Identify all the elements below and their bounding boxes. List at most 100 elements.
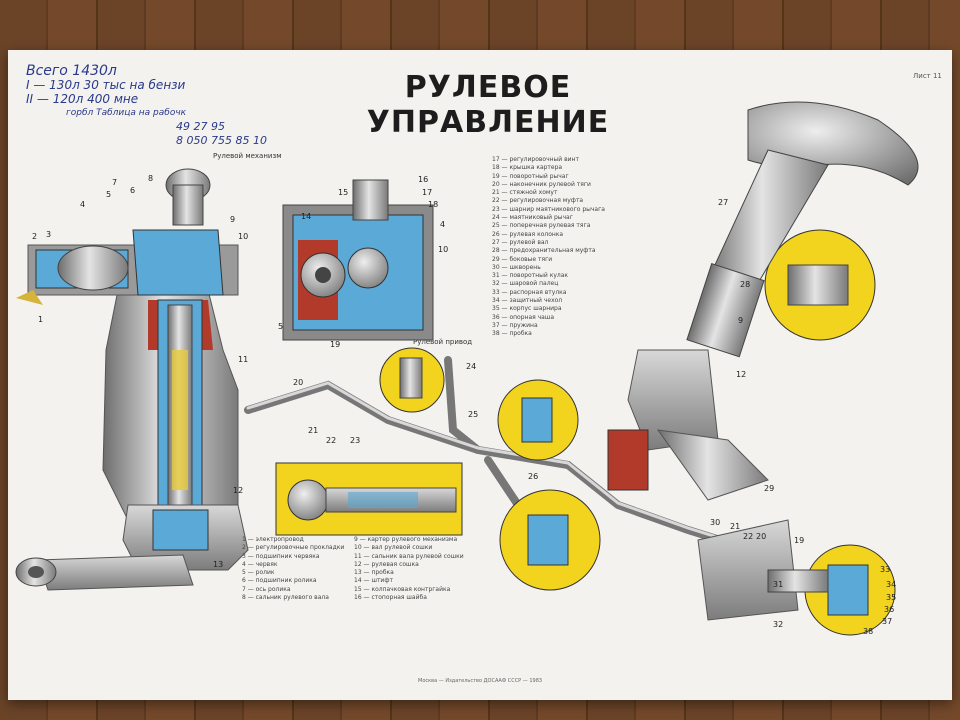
callout-label: 30 bbox=[710, 518, 721, 527]
legend-item: 1 — электропровод bbox=[242, 536, 304, 543]
legend-item: 23 — шарнир маятникового рычага bbox=[492, 205, 605, 213]
legend-item: 30 — шкворень bbox=[492, 263, 541, 271]
legend-item: 24 — маятниковый рычаг bbox=[492, 214, 573, 222]
legend-item: 36 — опорная чаша bbox=[492, 313, 555, 321]
mechanism-subtitle: Рулевой механизм bbox=[213, 152, 282, 160]
legend-item: 19 — поворотный рычаг bbox=[492, 172, 569, 180]
callout-label: 33 bbox=[880, 565, 891, 574]
callout-label: 19 bbox=[794, 536, 805, 545]
callout-label: 4 bbox=[80, 200, 86, 209]
callout-label: 19 bbox=[330, 340, 341, 349]
legend-item: 29 — боковые тяги bbox=[492, 255, 553, 263]
callout-label: 28 bbox=[740, 280, 751, 289]
callout-label: 1 bbox=[38, 315, 44, 324]
callout-label: 20 bbox=[293, 378, 304, 387]
legend-middle: 9 — картер рулевого механизма 10 — вал р… bbox=[354, 536, 464, 602]
callout-label: 4 bbox=[440, 220, 446, 229]
callout-label: 21 bbox=[730, 522, 741, 531]
legend-item: 2 — регулировочные прокладки bbox=[242, 544, 345, 552]
callout-label: 22 bbox=[743, 532, 754, 541]
callout-label: 34 bbox=[886, 580, 897, 589]
legend-item: 31 — поворотный кулак bbox=[492, 272, 569, 280]
callout-label: 11 bbox=[238, 355, 249, 364]
legend-item: 20 — наконечник рулевой тяги bbox=[492, 180, 591, 188]
callout-label: 32 bbox=[773, 620, 784, 629]
callout-label: 9 bbox=[230, 215, 236, 224]
note-line: I — 130л 30 тыс на бензи bbox=[26, 78, 186, 92]
legend-item: 33 — распорная втулка bbox=[492, 288, 567, 296]
poster-title: РУЛЕВОЕ УПРАВЛЕНИЕ bbox=[366, 70, 610, 140]
callout-label: 36 bbox=[884, 605, 895, 614]
callout-label: 24 bbox=[466, 362, 477, 371]
steering-poster: РУЛЕВОЕ УПРАВЛЕНИЕ Лист 11 Всего 1430л I… bbox=[8, 50, 952, 700]
callout-label: 10 bbox=[438, 245, 449, 254]
legend-item: 35 — корпус шарнира bbox=[492, 305, 562, 313]
legend-item: 9 — картер рулевого механизма bbox=[354, 536, 458, 543]
legend-item: 12 — рулевая сошка bbox=[354, 560, 419, 568]
legend-item: 27 — рулевой вал bbox=[492, 238, 549, 246]
sheet-number: Лист 11 bbox=[913, 72, 942, 80]
legend-item: 28 — предохранительная муфта bbox=[492, 247, 596, 255]
tie-rod-joint-inset bbox=[275, 462, 463, 536]
legend-item: 21 — стяжной хомут bbox=[492, 189, 558, 197]
legend-right: 17 — регулировочный винт 18 — крышка кар… bbox=[492, 156, 605, 339]
steering-column-assembly bbox=[607, 101, 919, 621]
callout-label: 8 bbox=[148, 174, 154, 183]
legend-item: 16 — стопорная шайба bbox=[354, 594, 427, 602]
legend-item: 37 — пружина bbox=[492, 321, 538, 329]
callout-label: 6 bbox=[130, 186, 136, 195]
callout-label: 12 bbox=[736, 370, 747, 379]
legend-item: 4 — червяк bbox=[242, 560, 278, 568]
legend-left: 1 — электропровод 2 — регулировочные про… bbox=[242, 536, 344, 602]
callout-label: 22 bbox=[326, 436, 337, 445]
legend-item: 7 — ось ролика bbox=[242, 585, 291, 593]
legend-item: 8 — сальник рулевого вала bbox=[242, 594, 329, 602]
callout-label: 13 bbox=[213, 560, 224, 569]
callout-label: 15 bbox=[338, 188, 349, 197]
callout-label: 23 bbox=[350, 436, 361, 445]
ball-joint-insets bbox=[379, 229, 896, 636]
callout-label: 5 bbox=[278, 322, 284, 331]
note-line: 8 050 755 85 10 bbox=[176, 134, 267, 147]
callout-label: 7 bbox=[112, 178, 118, 187]
callout-label: 10 bbox=[238, 232, 249, 241]
steering-gear-housing bbox=[15, 168, 249, 591]
callout-label: 18 bbox=[428, 200, 439, 209]
callout-label: 17 bbox=[422, 188, 433, 197]
note-line: Всего 1430л bbox=[26, 63, 117, 79]
legend-item: 25 — поперечная рулевая тяга bbox=[492, 222, 591, 230]
handwritten-notes: Всего 1430л I — 130л 30 тыс на бензи II … bbox=[26, 64, 316, 148]
note-line: 49 27 95 bbox=[176, 120, 225, 133]
callout-label: 2 bbox=[32, 232, 38, 241]
legend-item: 17 — регулировочный винт bbox=[492, 156, 579, 163]
steering-illustration bbox=[15, 101, 919, 636]
callout-label: 16 bbox=[418, 175, 429, 184]
note-line: горбл Таблица на рабочк bbox=[66, 108, 187, 118]
legend-item: 34 — защитный чехол bbox=[492, 297, 563, 305]
callout-label: 20 bbox=[756, 532, 767, 541]
callout-label: 12 bbox=[233, 486, 244, 495]
publisher-footer: Москва — Издательство ДОСААФ СССР — 1983 bbox=[418, 678, 543, 684]
callout-label: 9 bbox=[738, 316, 744, 325]
legend-item: 6 — подшипник ролика bbox=[242, 577, 317, 585]
note-line: II — 120л 400 мне bbox=[26, 92, 139, 106]
legend-item: 10 — вал рулевой сошки bbox=[354, 544, 433, 552]
legend-item: 14 — штифт bbox=[354, 577, 393, 585]
callout-label: 37 bbox=[882, 617, 893, 626]
legend-item: 3 — подшипник червяка bbox=[242, 552, 320, 560]
legend-item: 22 — регулировочная муфта bbox=[492, 197, 584, 205]
legend-item: 26 — рулевая колонка bbox=[492, 230, 564, 238]
callout-label: 35 bbox=[886, 593, 897, 602]
callout-label: 29 bbox=[764, 484, 775, 493]
callout-label: 26 bbox=[528, 472, 539, 481]
callout-label: 25 bbox=[468, 410, 479, 419]
legend-item: 13 — пробка bbox=[354, 569, 394, 577]
callout-label: 27 bbox=[718, 198, 729, 207]
drive-subtitle: Рулевой привод bbox=[413, 338, 473, 346]
callout-label: 21 bbox=[308, 426, 319, 435]
legend-item: 5 — ролик bbox=[242, 569, 275, 577]
legend-item: 15 — колпачковая контргайка bbox=[354, 585, 451, 593]
gear-cross-section bbox=[282, 179, 434, 341]
callout-label: 38 bbox=[863, 627, 874, 636]
callout-label: 3 bbox=[46, 230, 52, 239]
